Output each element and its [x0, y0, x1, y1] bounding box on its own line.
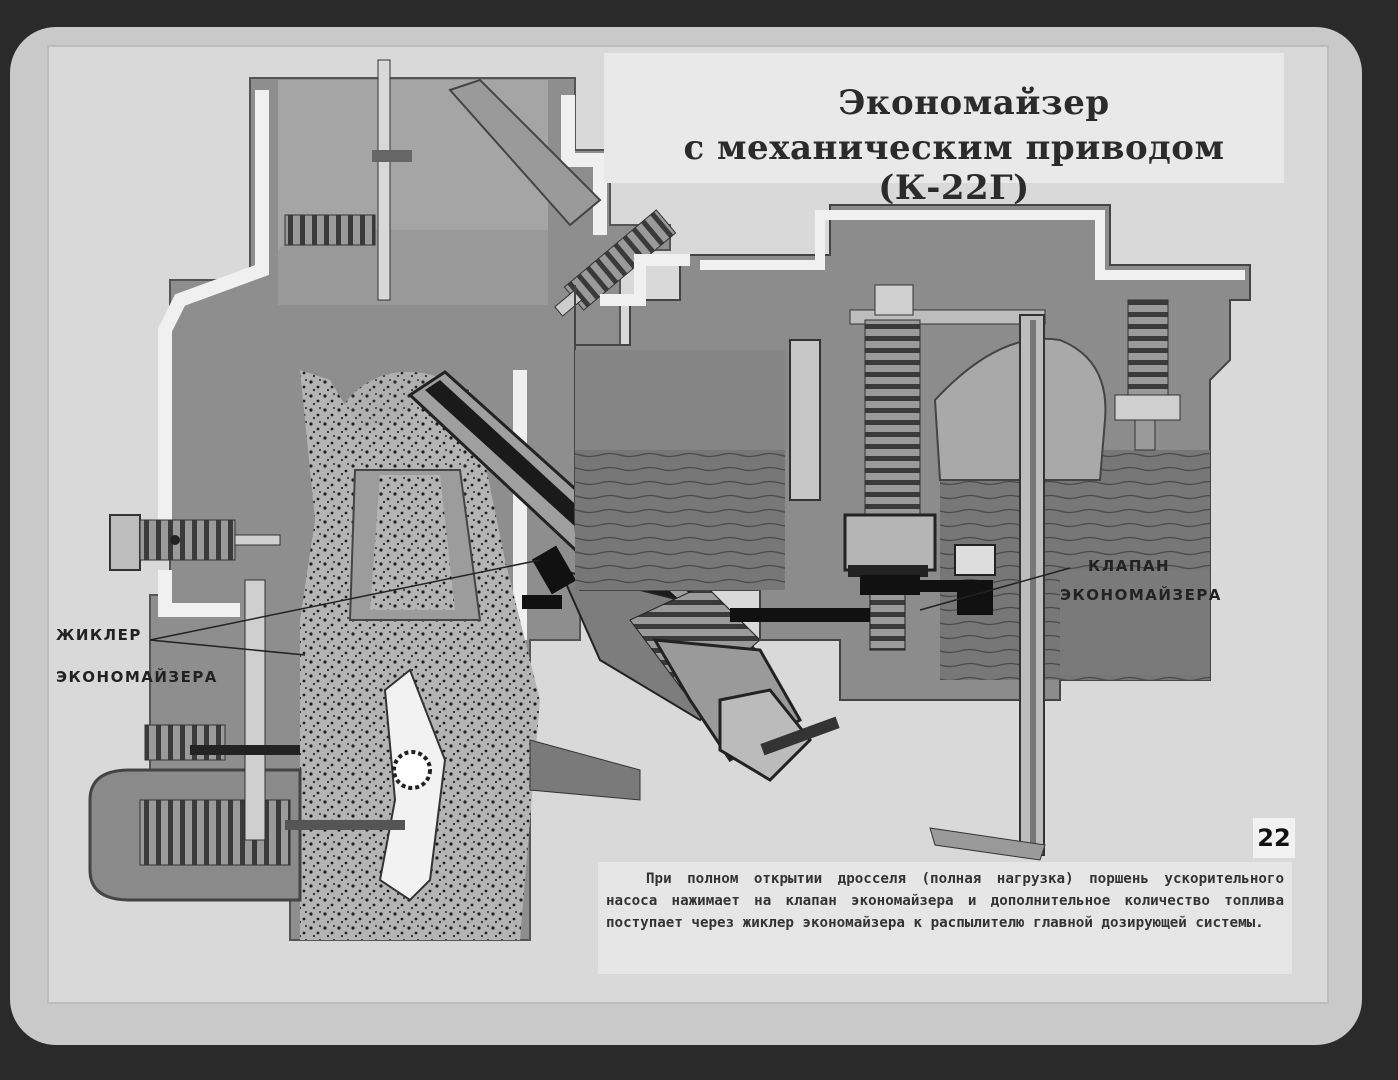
drive-rod — [929, 314, 1046, 861]
lower-bracket — [529, 739, 641, 801]
valve-label-line2: ЭКОНОМАЙЗЕРА — [1060, 586, 1222, 604]
left-adjust-screw — [109, 514, 281, 571]
economizer-jet — [531, 545, 577, 595]
inlet-channel — [789, 339, 821, 501]
title-box: Экономайзер с механическим приводом (К-2… — [604, 53, 1284, 208]
choke-spring — [284, 214, 376, 246]
jet-label-line2: ЭКОНОМАЙЗЕРА — [56, 668, 218, 686]
valve-label-line1: КЛАПАН — [1088, 557, 1171, 575]
throttle-lever — [285, 668, 447, 902]
choke-lever — [377, 59, 391, 301]
jet-label-line1: ЖИКЛЕР — [56, 626, 142, 644]
economizer-valve — [730, 544, 996, 622]
title-line-1: Экономайзер — [838, 83, 1110, 123]
caption-box: При полном открытии дросселя (полная наг… — [598, 862, 1292, 974]
accelerator-pump — [843, 284, 1046, 651]
air-tube — [448, 78, 602, 227]
pump-housing — [88, 579, 302, 902]
leader-lines — [149, 559, 1071, 656]
page-number: 22 — [1253, 818, 1295, 858]
caption-text: При полном открытии дросселя (полная наг… — [606, 871, 1284, 931]
title-line-2: с механическим приводом (К-22Г) — [683, 128, 1225, 208]
